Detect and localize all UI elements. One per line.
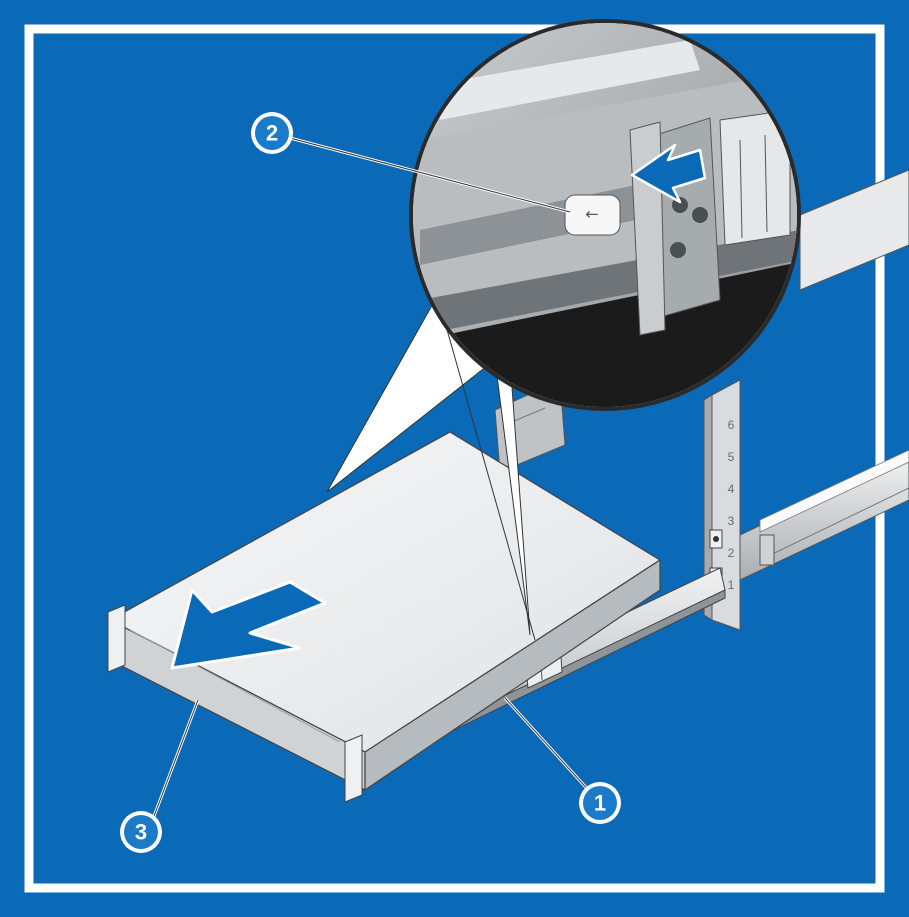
rack-unit-label: 3 xyxy=(728,514,735,528)
rack-unit-label: 5 xyxy=(728,450,735,464)
rack-unit-label: 4 xyxy=(728,482,735,496)
rack-unit-label: 6 xyxy=(728,418,735,432)
svg-text:←: ← xyxy=(585,205,598,224)
rack-unit-label: 2 xyxy=(728,546,735,560)
rack-unit-label: 1 xyxy=(728,578,735,592)
callout-1-label: 1 xyxy=(594,791,606,816)
callout-1: 1 xyxy=(579,782,621,824)
callout-3: 3 xyxy=(120,811,162,853)
release-tab: ← xyxy=(565,195,620,235)
callout-3-label: 3 xyxy=(135,820,147,845)
callout-2: 2 xyxy=(251,112,293,154)
callout-2-label: 2 xyxy=(266,121,278,146)
